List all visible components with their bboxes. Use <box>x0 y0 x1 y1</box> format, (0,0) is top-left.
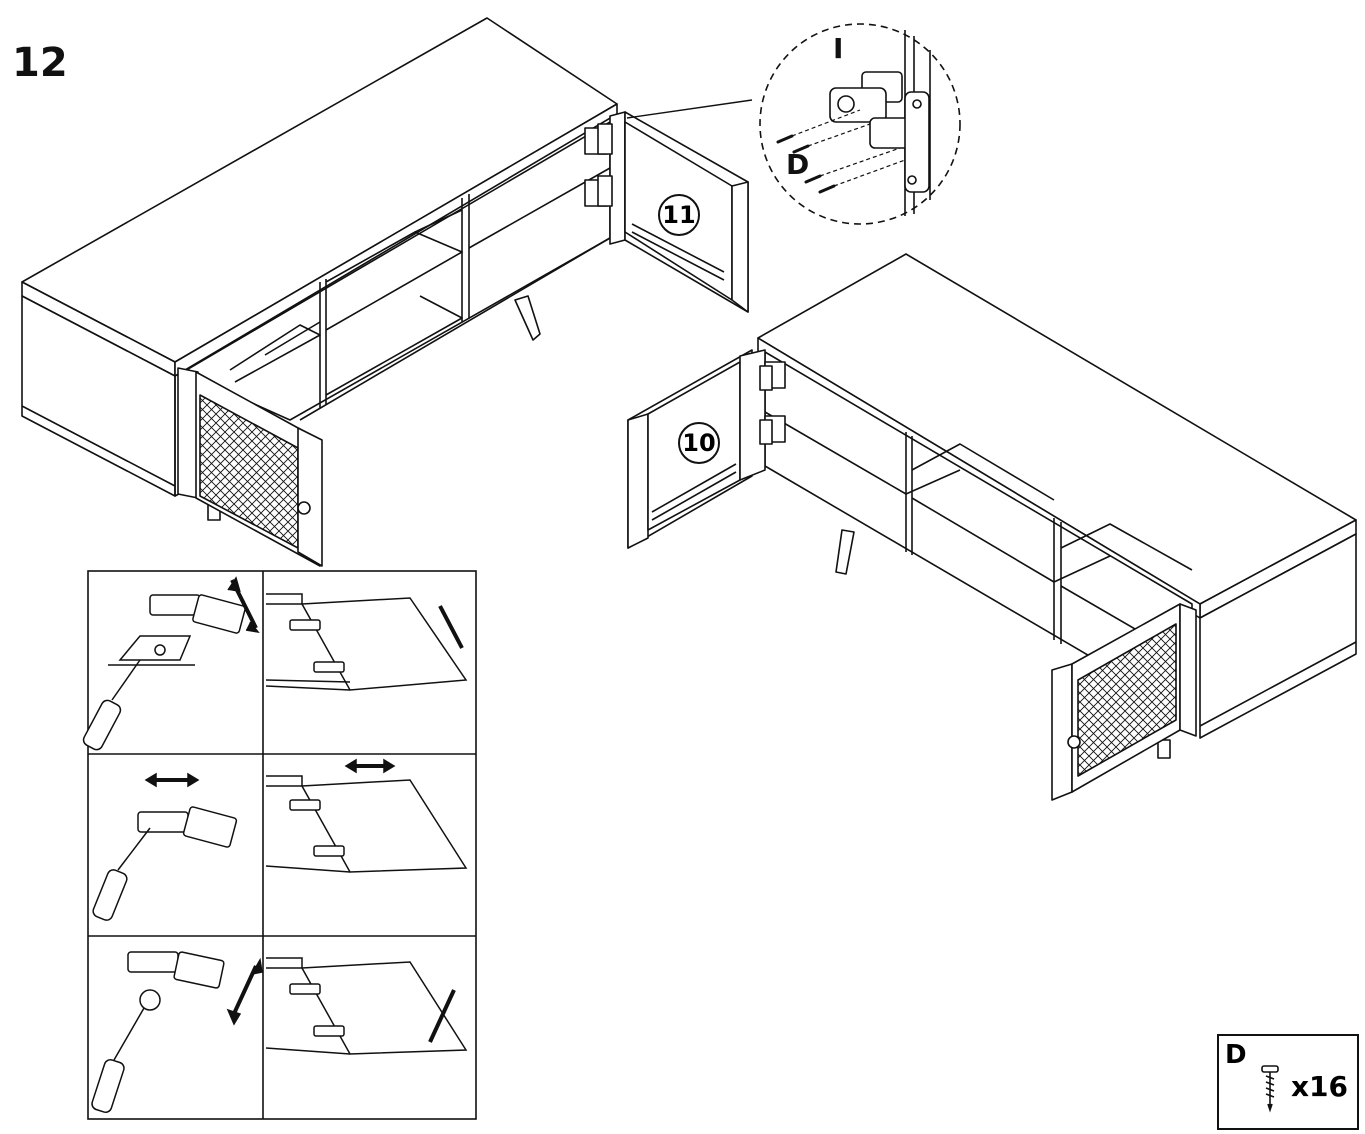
left-cabinet <box>21 17 749 567</box>
hinge-label: I <box>833 32 844 65</box>
parts-box: D x16 <box>1217 1034 1359 1130</box>
adjust-cell-1-left <box>82 576 260 751</box>
parts-letter: D <box>1225 1040 1247 1070</box>
hinge-zoom-detail <box>759 23 961 225</box>
adjust-cell-1-right <box>265 593 468 691</box>
door-11-label: 11 <box>658 194 700 236</box>
right-cabinet <box>627 253 1357 801</box>
screw-label: D <box>786 148 810 181</box>
door-10-label: 10 <box>678 422 720 464</box>
parts-quantity: x16 <box>1291 1070 1349 1103</box>
adjust-cell-2-left <box>92 772 238 921</box>
adjust-cell-3-right <box>265 957 468 1055</box>
step-number: 12 <box>12 40 68 86</box>
adjust-cell-2-right <box>265 758 468 873</box>
adjust-cell-3-left <box>91 951 263 1114</box>
screw-icon <box>1261 1065 1279 1113</box>
